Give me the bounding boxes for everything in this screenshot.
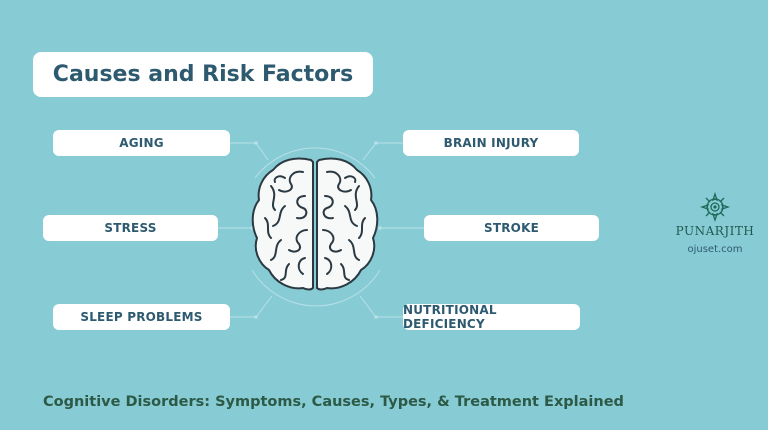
factor-nutritional-deficiency: NUTRITIONAL DEFICIENCY — [403, 303, 580, 331]
brand-url: ojuset.com — [687, 244, 743, 255]
footer-caption: Cognitive Disorders: Symptoms, Causes, T… — [43, 394, 624, 410]
brain-illustration — [245, 150, 385, 300]
brand-logo: PUNARJITH ojuset.com — [675, 192, 755, 255]
factor-stress: STRESS — [43, 215, 218, 241]
brand-name: PUNARJITH — [675, 224, 755, 238]
factor-aging: AGING — [53, 130, 230, 156]
factor-brain-injury: BRAIN INJURY — [403, 130, 579, 156]
page-title: Causes and Risk Factors — [33, 52, 373, 97]
mandala-icon — [700, 192, 730, 222]
factor-stroke: STROKE — [424, 215, 599, 241]
factor-sleep-problems: SLEEP PROBLEMS — [53, 304, 230, 330]
